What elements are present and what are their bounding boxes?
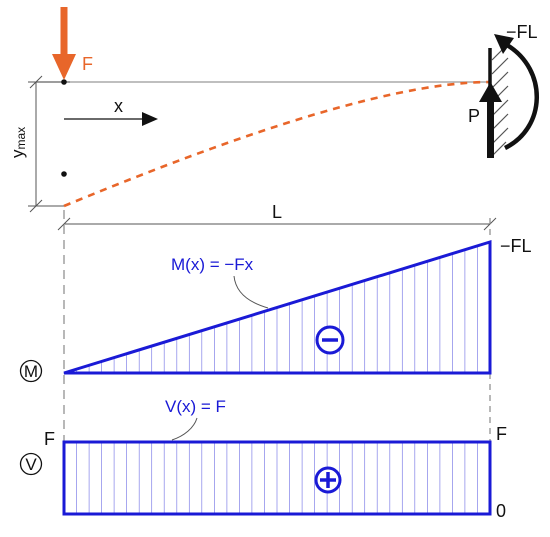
shear-left-value: F — [44, 429, 55, 449]
length-label: L — [272, 202, 282, 222]
force-arrow-shaft — [60, 7, 68, 55]
shear-badge-circle — [19, 452, 43, 476]
moment-end-value: −FL — [500, 236, 532, 256]
force-arrowhead — [52, 54, 76, 80]
ymax-tick-top — [29, 75, 43, 89]
moment-hatching — [76, 245, 478, 373]
moment-arc — [503, 43, 539, 151]
reaction-label: P — [468, 106, 480, 126]
moment-badge-circle — [19, 359, 43, 383]
moment-badge-label: M — [24, 362, 38, 381]
moment-label: −FL — [506, 22, 538, 42]
x-axis-arrowhead — [142, 112, 158, 126]
shear-hatching — [76, 442, 478, 514]
shear-zero-value: 0 — [496, 501, 506, 521]
force-label: F — [82, 54, 93, 74]
load-point-dot — [61, 79, 67, 85]
shear-equation: V(x) = F — [165, 397, 226, 416]
moment-leader-line — [233, 275, 269, 309]
reference-dot — [61, 171, 67, 177]
deflection-curve — [63, 80, 491, 208]
ymax-tick-bottom — [29, 199, 43, 213]
beam-section: ymax x F L — [8, 7, 539, 231]
shear-right-value: F — [496, 424, 507, 444]
x-axis-label: x — [114, 96, 123, 116]
shear-outline — [62, 440, 492, 516]
length-tick-left — [57, 217, 71, 231]
reaction-arrowhead — [479, 82, 502, 102]
ymax-label: ymax — [8, 127, 28, 158]
moment-arrowhead — [494, 34, 514, 54]
moment-outline — [63, 239, 492, 375]
shear-badge-label: V — [25, 455, 37, 474]
reaction-arrow-shaft — [487, 100, 494, 158]
shear-leader-line — [171, 417, 198, 441]
shear-diagram: V(x) = F F F 0 V — [19, 397, 507, 521]
moment-equation: M(x) = −Fx — [171, 255, 254, 274]
moment-diagram: M(x) = −Fx −FL M — [19, 236, 532, 383]
